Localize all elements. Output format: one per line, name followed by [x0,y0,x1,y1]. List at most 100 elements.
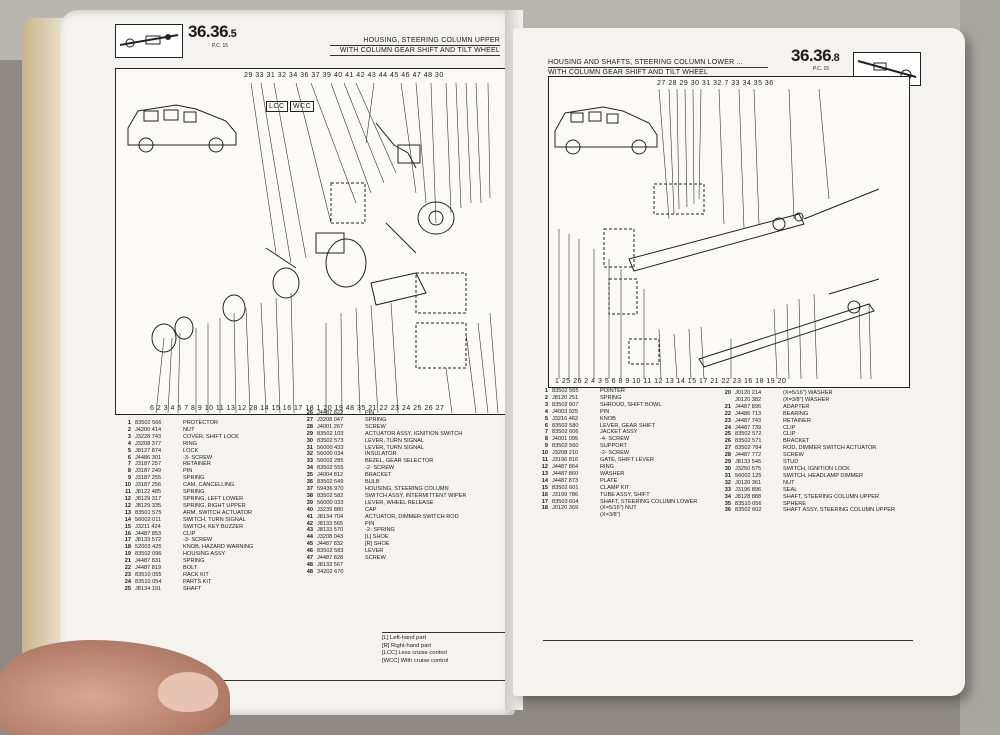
part-number: 83510 054 [135,578,162,585]
part-number: J4003 925 [552,408,579,415]
ref-number: 31 [724,472,731,479]
part-number: 59436 970 [317,485,344,492]
part-description: SPRING, Left Lower [183,495,244,502]
part-description: -3- SCREW [183,454,213,461]
part-description: SWITCH, Headlamp Dimmer [783,472,864,479]
part-description: HOUSING ASSY [183,551,226,558]
jeep-wagon-icon-right [554,106,658,155]
ref-number: 21 [124,558,131,565]
part-description: ROD, Dimmer Switch Actuator [783,445,877,452]
part-description: RING [183,440,197,447]
ref-number: 1 [127,420,131,426]
ref-number: 12 [124,495,131,502]
ref-number: 2 [544,394,548,401]
part-number: J3211 424 [135,523,161,530]
ref-number: 21 [724,403,731,410]
ref-number: 18 [541,505,548,512]
part-description: SUPPORT [600,443,627,450]
part-description: PIN [365,410,375,416]
part-description: -3- SCREW [183,537,213,544]
ref-number: 11 [125,489,131,496]
ref-number: 37 [306,485,313,492]
ref-number: 40 [306,506,313,513]
ref-number: 23 [124,571,131,578]
part-number: 56000 034 [317,451,344,458]
part-description: ACTUATOR, Dimmer Switch Rod [365,513,459,520]
part-number: 83502 582 [317,492,344,499]
ref-number: 31 [306,444,313,451]
part-description: ADAPTER [783,403,810,410]
ref-number: 24 [724,424,731,431]
part-number: J8129 317 [135,495,162,502]
part-description: SCREW [365,423,386,430]
ref-number: 5 [127,447,131,454]
ref-number: 36 [306,479,313,486]
part-number: 56002 285 [317,458,344,465]
part-description: RING [600,463,614,470]
part-number: 83502 583 [317,548,344,555]
part-number: J4004 812 [317,472,344,479]
part-description: RETAINER [783,417,811,424]
ref-number: 6 [127,454,131,461]
part-number: J8127 874 [135,447,162,454]
ref-number: 16 [541,491,548,498]
ref-number: 13 [541,470,548,477]
part-number: J8133 565 [317,520,344,527]
ref-number: 9 [127,475,131,482]
part-number: 83502 103 [317,430,344,437]
right-page: HOUSING AND SHAFTS, STEERING COLUMN LOWE… [513,28,965,696]
part-number: J8133 546 [735,459,762,466]
ref-number: 12 [541,463,548,470]
part-description: BULB [365,479,380,486]
part-number: J3228 743 [135,433,162,440]
ref-number: 3 [127,433,131,440]
ref-number: 25 [724,431,731,438]
callouts-top-right: 27 28 29 30 31 32 7 33 34 35 36 [657,80,774,87]
ref-number: 32 [306,451,313,458]
ref-number: 30 [724,465,731,472]
part-description: (X=3/8") [600,512,621,519]
part-number: J3208 210 [552,450,579,457]
ref-number: 29 [724,459,731,466]
part-number: J0120 369 [552,505,579,512]
ref-number: 33 [724,486,731,493]
part-number: J4487 828 [317,555,344,562]
ref-number: 33 [306,458,313,465]
ref-number: 48 [306,568,313,575]
ref-number: 46 [306,548,313,555]
part-number: J3216 462 [552,415,579,422]
ref-number: 29 [306,430,313,437]
callouts-bottom-right: 1 25 26 2 4 3 5 6 8 9 10 11 12 13 14 15 … [555,378,787,385]
ref-number: 8 [127,468,131,475]
ref-number: 7 [544,429,548,436]
page-code-right-sub: .8 [831,52,840,64]
part-description: NUT [183,426,195,433]
part-description: KNOB [600,415,616,422]
page-code-right-main: 36.36 [791,46,832,65]
legend-left: [L] Left-hand part [382,635,427,641]
pc-label: P.C. 15 [212,43,229,49]
part-number: J0120 214 [735,390,762,396]
ref-number: 44 [306,534,313,541]
exploded-diagram: 29 33 31 32 34 36 37 39 40 41 42 43 44 4… [115,68,507,415]
part-description: RACK KIT [183,571,209,578]
ref-number: 17 [541,498,548,505]
